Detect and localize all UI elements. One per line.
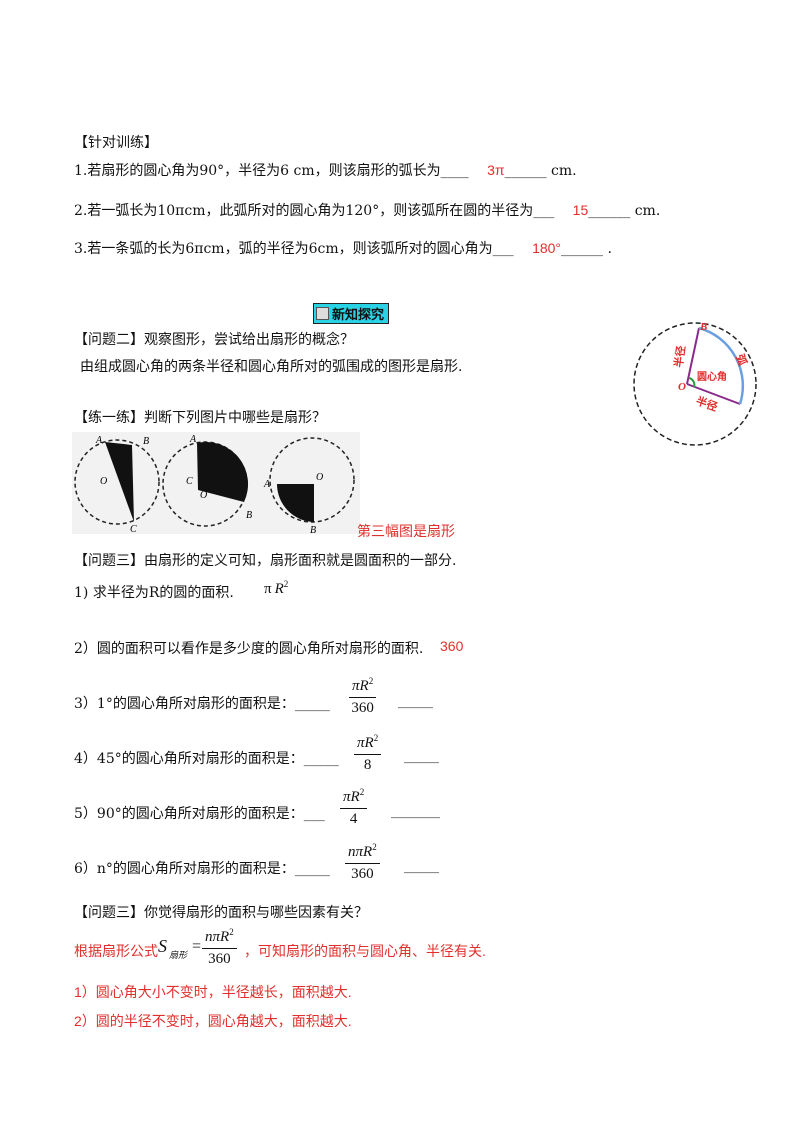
fig1-circle	[74, 439, 160, 525]
radius-line-1	[686, 327, 700, 385]
checkbox-square-icon	[316, 307, 329, 320]
sub-question-3-fraction: πR2 360	[349, 676, 377, 717]
fig3-shape	[277, 484, 314, 522]
sub-question-6-fraction: nπR2 360	[345, 842, 380, 883]
section-title-new-knowledge: 新知探究	[313, 303, 390, 324]
sub-question-3-tail: _____	[398, 693, 433, 709]
fraction-denominator: 4	[349, 811, 358, 827]
point-b-label: B	[699, 321, 707, 333]
sub-question-5-tail: _______	[391, 803, 440, 819]
sector-concept-diagram: B O 半径 半径 弧 圆心角	[633, 321, 757, 446]
practice-answer: 第三幅图是扇形	[357, 523, 455, 539]
point-o-label: O	[678, 381, 686, 393]
problem-2-answer: 由组成圆心角的两条半径和圆心角所对的弧围成的图形是扇形.	[80, 359, 463, 375]
problem-3-intro: 【问题三】由扇形的定义可知，扇形面积就是圆面积的一部分.	[74, 553, 457, 569]
fraction-denominator: 360	[351, 700, 374, 716]
question-1-tail: ______ cm.	[504, 163, 577, 179]
fraction-denominator: 8	[363, 757, 372, 773]
dashed-circle	[633, 322, 757, 446]
fig3-label-b: B	[310, 525, 316, 534]
answer-exponent: 2	[283, 579, 289, 589]
fig2-label-c: C	[186, 476, 193, 487]
fig3-circle	[269, 437, 355, 523]
fraction-numerator: πR2	[354, 733, 382, 755]
question-1-text: 1.若扇形的圆心角为90°，半径为6 cm，则该扇形的弧长为____	[74, 163, 469, 179]
sub-question-6-tail: _____	[404, 858, 439, 874]
sub-question-4: 4）45°的圆心角所对扇形的面积是：_____	[74, 751, 339, 767]
formula-conclusion: ，可知扇形的面积与圆心角、半径有关.	[244, 943, 486, 959]
section-title-text: 新知探究	[332, 308, 385, 323]
question-3-text: 3.若一条弧的长为6πcm，弧的半径为6cm，则该弧所对的圆心角为___	[74, 241, 514, 257]
fraction-denominator: 360	[208, 951, 231, 967]
conclusion-2: 2）圆的半径不变时，圆心角越大，面积越大.	[74, 1013, 352, 1029]
problem-3-factors-question: 【问题三】你觉得扇形的面积与哪些因素有关？	[74, 905, 368, 921]
fig1-shape	[105, 442, 134, 522]
sub-question-3: 3）1°的圆心角所对扇形的面积是：_____	[74, 696, 330, 712]
sub-question-5-fraction: πR2 4	[340, 787, 368, 828]
formula-equals: =	[192, 938, 202, 955]
fig3-label-a: A	[263, 479, 271, 490]
fraction-numerator: πR2	[349, 676, 377, 698]
fig2-label-b: B	[246, 510, 252, 521]
question-2-tail: ______ cm.	[588, 203, 661, 219]
fraction-denominator: 360	[351, 866, 374, 882]
fig2-label-a: A	[189, 434, 197, 445]
practice-question: 【练一练】判断下列图片中哪些是扇形？	[74, 410, 326, 426]
central-angle-label: 圆心角	[697, 370, 727, 383]
fraction-numerator: πR2	[340, 787, 368, 809]
sub-question-4-tail: _____	[404, 748, 439, 764]
fig1-label-a: A	[95, 435, 103, 446]
fig2-shape	[197, 442, 249, 502]
question-3: 3.若一条弧的长为6πcm，弧的半径为6cm，则该弧所对的圆心角为___ 180…	[74, 238, 612, 258]
fraction-numerator: nπR2	[202, 927, 237, 949]
radius-label-1: 半径	[671, 345, 688, 369]
fraction-numerator: nπR2	[345, 842, 380, 864]
fig3-label-o: O	[316, 472, 323, 483]
sub-question-1: 1) 求半径为R的圆的面积.	[74, 585, 234, 601]
fig1-label-o: O	[100, 476, 107, 487]
fig1-label-b: B	[143, 436, 149, 447]
radius-line-2	[686, 383, 741, 405]
fig1-label-c: C	[130, 524, 137, 534]
question-2: 2.若一弧长为10πcm，此弧所对的圆心角为120°，则该弧所在圆的半径为___…	[74, 200, 660, 220]
practice-figures-svg: A B O C A C O B A O B	[74, 434, 355, 536]
arc-line	[698, 326, 745, 405]
sub-question-4-fraction: πR2 8	[354, 733, 382, 774]
angle-mark	[688, 377, 696, 388]
problem-2-question: 【问题二】观察图形，尝试给出扇形的概念？	[74, 332, 354, 348]
question-3-tail: ______ .	[561, 241, 612, 257]
sub-question-2: 2）圆的面积可以看作是多少度的圆心角所对扇形的面积.	[74, 641, 424, 657]
sub-question-2-answer: 360	[440, 638, 464, 654]
conclusion-1: 1）圆心角大小不变时，半径越长，面积越大.	[74, 984, 352, 1000]
answer-r: R	[274, 581, 284, 597]
arc-label: 弧	[733, 352, 750, 367]
section-heading-training: 【针对训练】	[74, 135, 158, 151]
sub-question-5: 5）90°的圆心角所对扇形的面积是：___	[74, 806, 325, 822]
practice-figures: A B O C A C O B A O B	[72, 432, 360, 536]
formula-subscript: 扇形	[169, 951, 188, 961]
formula-fraction: nπR2 360	[202, 927, 237, 968]
question-3-answer: 180°	[532, 240, 562, 256]
fig2-label-o: O	[200, 490, 207, 501]
answer-pi: π	[264, 581, 272, 597]
question-2-answer: 15	[572, 202, 589, 218]
formula-s: S	[158, 936, 167, 956]
formula-prefix: 根据扇形公式	[74, 943, 158, 959]
question-2-text: 2.若一弧长为10πcm，此弧所对的圆心角为120°，则该弧所在圆的半径为___	[74, 203, 555, 219]
question-1-answer: 3π	[487, 162, 505, 178]
sub-question-6: 6）n°的圆心角所对扇形的面积是：_____	[74, 861, 330, 877]
radius-label-2: 半径	[694, 393, 719, 414]
question-1: 1.若扇形的圆心角为90°，半径为6 cm，则该扇形的弧长为____ 3π___…	[74, 160, 577, 180]
